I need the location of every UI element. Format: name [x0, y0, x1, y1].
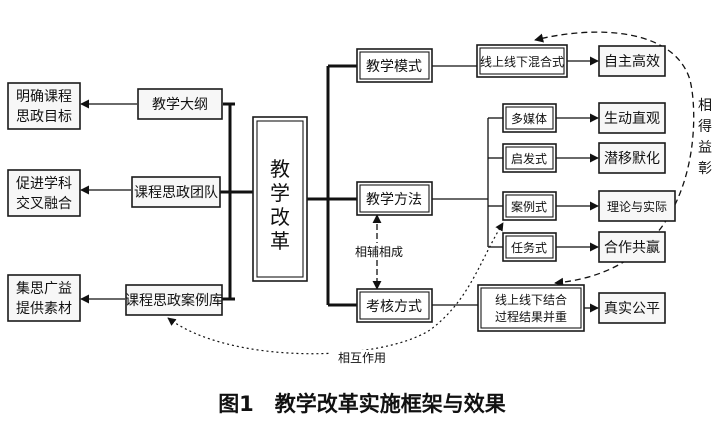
right-outcome-box: 真实公平: [598, 292, 666, 324]
method-box: 启发式: [502, 143, 557, 173]
mutual-support-label: 相辅相成: [355, 245, 403, 259]
svg-text:相: 相: [698, 98, 712, 114]
left-outcome-line1: 集思广益: [16, 280, 72, 297]
right-outcome-box: 潜移默化: [598, 142, 666, 174]
left-item-box: 课程思政案例库: [125, 284, 223, 316]
middle-item-label: 考核方式: [366, 299, 422, 315]
middle-item-box: 教学方法: [356, 181, 433, 216]
exam-detail-line2: 过程结果并重: [495, 309, 567, 324]
center-char-2: 学: [270, 181, 290, 205]
exam-detail-line1: 线上线下结合: [495, 292, 567, 307]
left-item-box: 课程思政团队: [131, 176, 221, 208]
interaction-curve: [167, 222, 504, 355]
left-outcome-box: 集思广益 提供素材: [7, 274, 81, 322]
left-outcome-line1: 明确课程: [16, 89, 72, 105]
mode-detail-label: 线上线下混合式: [480, 54, 564, 69]
left-outcome-line2: 交叉融合: [16, 195, 72, 212]
right-outcome-label: 理论与实际: [607, 199, 667, 214]
method-box: 任务式: [502, 232, 557, 262]
left-outcome-line2: 思政目标: [16, 109, 72, 125]
left-item-label: 教学大纲: [152, 97, 208, 113]
method-box: 案例式: [502, 191, 557, 221]
right-outcome-box: 合作共赢: [598, 231, 666, 263]
middle-item-label: 教学模式: [366, 59, 422, 75]
left-outcome-line2: 提供素材: [16, 301, 72, 317]
method-label: 多媒体: [511, 112, 547, 126]
center-char-3: 改: [270, 205, 290, 229]
left-outcome-line1: 促进学科: [16, 176, 72, 192]
center-char-1: 教: [270, 157, 290, 181]
center-box: 教 学 改 革: [252, 116, 308, 282]
right-outcome-box: 理论与实际: [598, 190, 676, 222]
svg-text:益: 益: [698, 140, 712, 156]
left-item-label: 课程思政案例库: [125, 292, 223, 309]
right-outcome-box: 生动直观: [598, 102, 666, 134]
svg-text:彰: 彰: [698, 160, 712, 177]
right-outcome-box: 自主高效: [598, 45, 666, 77]
right-outcome-label: 真实公平: [604, 301, 660, 317]
mutual-benefit-label: 相 得 益 彰: [698, 98, 712, 177]
method-label: 案例式: [511, 199, 547, 214]
method-label: 任务式: [511, 240, 547, 255]
mode-detail-box: 线上线下混合式: [476, 44, 568, 78]
left-item-label: 课程思政团队: [134, 185, 218, 201]
method-label: 启发式: [511, 151, 547, 166]
middle-item-box: 教学模式: [356, 48, 433, 83]
left-outcome-box: 促进学科 交叉融合: [7, 169, 81, 217]
interaction-label: 相互作用: [338, 351, 386, 365]
right-outcome-label: 自主高效: [604, 53, 660, 70]
figure-caption: 图1 教学改革实施框架与效果: [218, 392, 506, 416]
left-item-box: 教学大纲: [137, 88, 223, 120]
svg-text:得: 得: [698, 118, 712, 135]
right-outcome-label: 生动直观: [604, 110, 660, 127]
right-outcome-label: 潜移默化: [604, 151, 660, 167]
middle-item-label: 教学方法: [366, 192, 422, 208]
left-outcome-box: 明确课程 思政目标: [7, 82, 81, 130]
middle-item-box: 考核方式: [356, 288, 433, 323]
right-outcome-label: 合作共赢: [604, 239, 660, 256]
center-char-4: 革: [270, 229, 290, 253]
exam-detail-box: 线上线下结合 过程结果并重: [477, 284, 585, 332]
method-box: 多媒体: [502, 103, 557, 133]
